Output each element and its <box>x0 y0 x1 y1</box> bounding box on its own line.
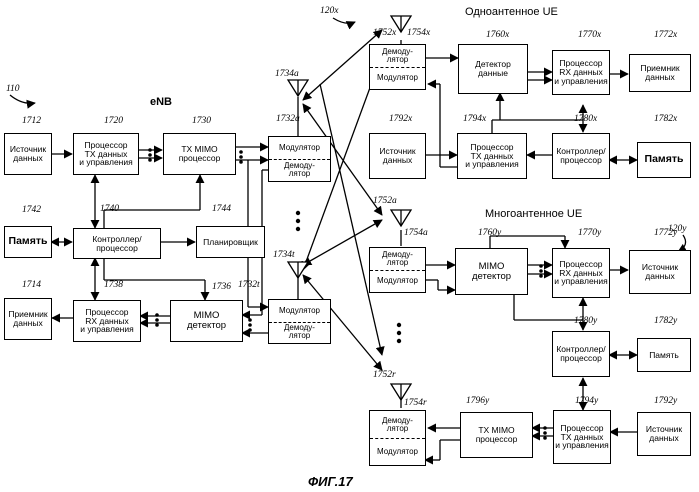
data-source-block: Источник данных <box>637 412 691 456</box>
ref-label: 1760x <box>486 30 509 40</box>
demodulator-label: Демоду- лятор <box>370 248 425 270</box>
ref-label: 1772x <box>654 30 677 40</box>
ref-label: 1730 <box>192 116 211 126</box>
ref-label: 1742 <box>22 205 41 215</box>
mimo-detector-block: MIMO детектор <box>170 300 243 342</box>
data-detector-block: Детектор данные <box>458 44 528 94</box>
ref-label: 1792y <box>654 396 677 406</box>
ref-label: 1770x <box>578 30 601 40</box>
tx-mimo-processor-block: TX MIMO процессор <box>460 412 533 458</box>
demodulator-label: Демоду- лятор <box>269 322 330 344</box>
ref-label: 1794x <box>463 114 486 124</box>
enb-ref: 110 <box>6 84 20 94</box>
memory-block: Память <box>637 142 691 178</box>
ref-label: 1794y <box>575 396 598 406</box>
ref-label: 1780x <box>574 114 597 124</box>
data-sink-block: Приемник данных <box>629 54 691 92</box>
rx-data-processor-block: Процессор RX данных и управления <box>552 248 610 298</box>
scheduler-block: Планировщик <box>196 226 265 258</box>
antenna-ref: 1734t <box>273 250 295 260</box>
ref-label: 1754r <box>404 398 427 408</box>
demodulator-label: Демоду- лятор <box>370 411 425 438</box>
modulator-block: Модулятор Демоду- лятор <box>268 299 331 344</box>
single-ue-title: Одноантенное UE <box>465 6 558 18</box>
tx-data-processor-block: Процессор TX данных и управления <box>457 133 527 179</box>
ref-label: 1754x <box>407 28 430 38</box>
controller-block: Контроллер/ процессор <box>73 228 161 259</box>
demodulator-block: Демоду- лятор Модулятор <box>369 247 426 293</box>
controller-block: Контроллер/ процессор <box>552 331 610 377</box>
antenna-ref: 1752a <box>373 196 397 206</box>
figure-caption: ФИГ.17 <box>308 474 353 489</box>
ref-label: 1770y <box>578 228 601 238</box>
memory-block: Память <box>637 338 691 372</box>
rx-data-processor-block: Процессор RX данных и управления <box>73 300 141 342</box>
ref-label: 1738 <box>104 280 123 290</box>
controller-block: Контроллер/ процессор <box>552 133 610 179</box>
ref-label: 1744 <box>212 204 231 214</box>
ref-label: 1714 <box>22 280 41 290</box>
single-ue-ref: 120x <box>320 6 338 16</box>
modulator-label: Модулятор <box>269 300 330 322</box>
modulator-label: Модулятор <box>269 137 330 159</box>
enb-title: eNB <box>150 96 172 108</box>
modulator-label: Модулятор <box>370 67 425 89</box>
ref-label: 1754a <box>404 228 428 238</box>
tx-data-processor-block: Процессор TX данных и управления <box>73 133 139 175</box>
ref-label: 1792x <box>389 114 412 124</box>
ref-label: 1740 <box>100 204 119 214</box>
memory-block: Память <box>4 226 52 258</box>
ref-label: 1780y <box>574 316 597 326</box>
modulator-block: Модулятор Демоду- лятор <box>268 136 331 182</box>
tx-mimo-processor-block: TX MIMO процессор <box>163 133 236 175</box>
ref-label: 1796y <box>466 396 489 406</box>
multi-ue-title: Многоантенное UE <box>485 208 582 220</box>
antenna-ref: 1752r <box>373 370 396 380</box>
ref-label: 1736 <box>212 282 231 292</box>
demodulator-block: Демоду- лятор Модулятор <box>369 410 426 466</box>
mimo-detector-block: MIMO детектор <box>455 248 528 295</box>
ref-label: 1732a <box>276 114 300 124</box>
tx-data-processor-block: Процессор TX данных и управления <box>553 410 611 464</box>
ref-label: 1782x <box>654 114 677 124</box>
data-source-block: Источник данных <box>4 133 52 175</box>
data-source-block: Источник данных <box>369 133 426 179</box>
modulator-label: Модулятор <box>370 270 425 292</box>
ref-label: 1782y <box>654 316 677 326</box>
antenna-ref: 1752x <box>373 28 396 38</box>
antenna-ref: 1734a <box>275 69 299 79</box>
demodulator-block: Демоду- лятор Модулятор <box>369 44 426 90</box>
demodulator-label: Демоду- лятор <box>269 159 330 181</box>
demodulator-label: Демоду- лятор <box>370 45 425 67</box>
ref-label: 1760y <box>478 228 501 238</box>
data-sink-block: Приемник данных <box>4 298 52 340</box>
ref-label: 1772y <box>654 228 677 238</box>
modulator-label: Модулятор <box>370 438 425 465</box>
ref-label: 1732t <box>238 280 260 290</box>
data-source-block: Источник данных <box>629 250 691 294</box>
ref-label: 1720 <box>104 116 123 126</box>
ref-label: 1712 <box>22 116 41 126</box>
rx-data-processor-block: Процессор RX данных и управления <box>552 50 610 95</box>
